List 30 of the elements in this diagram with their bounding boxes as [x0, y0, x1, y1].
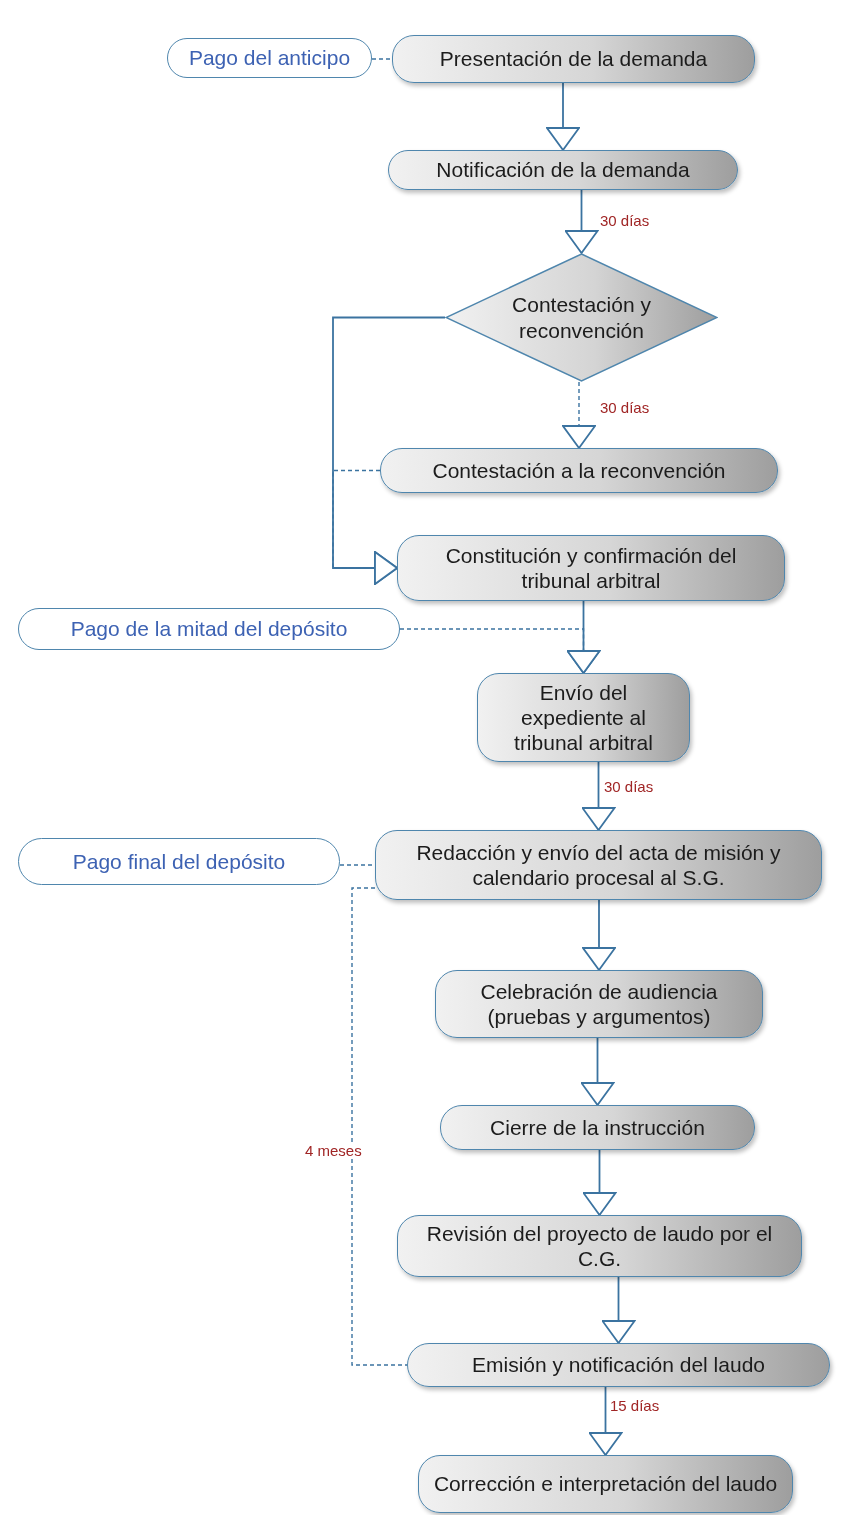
edge-label: 30 días: [602, 778, 656, 795]
arrow: [601, 1276, 636, 1344]
process-box: Celebración de audiencia (pruebas y argumentos): [435, 970, 763, 1038]
process-box: Presentación de la demanda: [392, 35, 755, 83]
edge-label: 30 días: [598, 212, 652, 229]
arrow: [582, 899, 616, 971]
arrow: [580, 1037, 615, 1106]
arrow: [564, 189, 599, 254]
edge-label: 30 días: [598, 399, 652, 416]
arrow: [588, 1386, 623, 1456]
dashed-connector: [332, 469, 398, 585]
process-box: Constitución y confirmación del tribunal arbitral: [397, 535, 785, 601]
arrow: [581, 761, 616, 831]
process-box: Emisión y notificación del laudo: [407, 1343, 830, 1387]
process-box: Notificación de la demanda: [388, 150, 738, 190]
process-box: Contestación a la reconvención: [380, 448, 778, 493]
dashed-connector: [351, 887, 408, 1366]
dashed-connector: [562, 381, 596, 449]
arrow: [582, 1149, 617, 1216]
process-box: Envío del expediente al tribunal arbitral: [477, 673, 690, 762]
decision-diamond: Contestación y reconvención: [445, 253, 718, 382]
process-box: Cierre de la instrucción: [440, 1105, 755, 1150]
process-box: Revisión del proyecto de laudo por el C.G.: [397, 1215, 802, 1277]
dashed-connector: [399, 628, 601, 674]
edge-label: 15 días: [608, 1397, 662, 1414]
dashed-connector: [371, 58, 393, 60]
arrow: [546, 82, 580, 151]
process-box: Redacción y envío del acta de misión y calendario procesal al S.G.: [375, 830, 822, 900]
process-box: Corrección e interpretación del laudo: [418, 1455, 793, 1513]
edge-label: 4 meses: [303, 1142, 364, 1159]
